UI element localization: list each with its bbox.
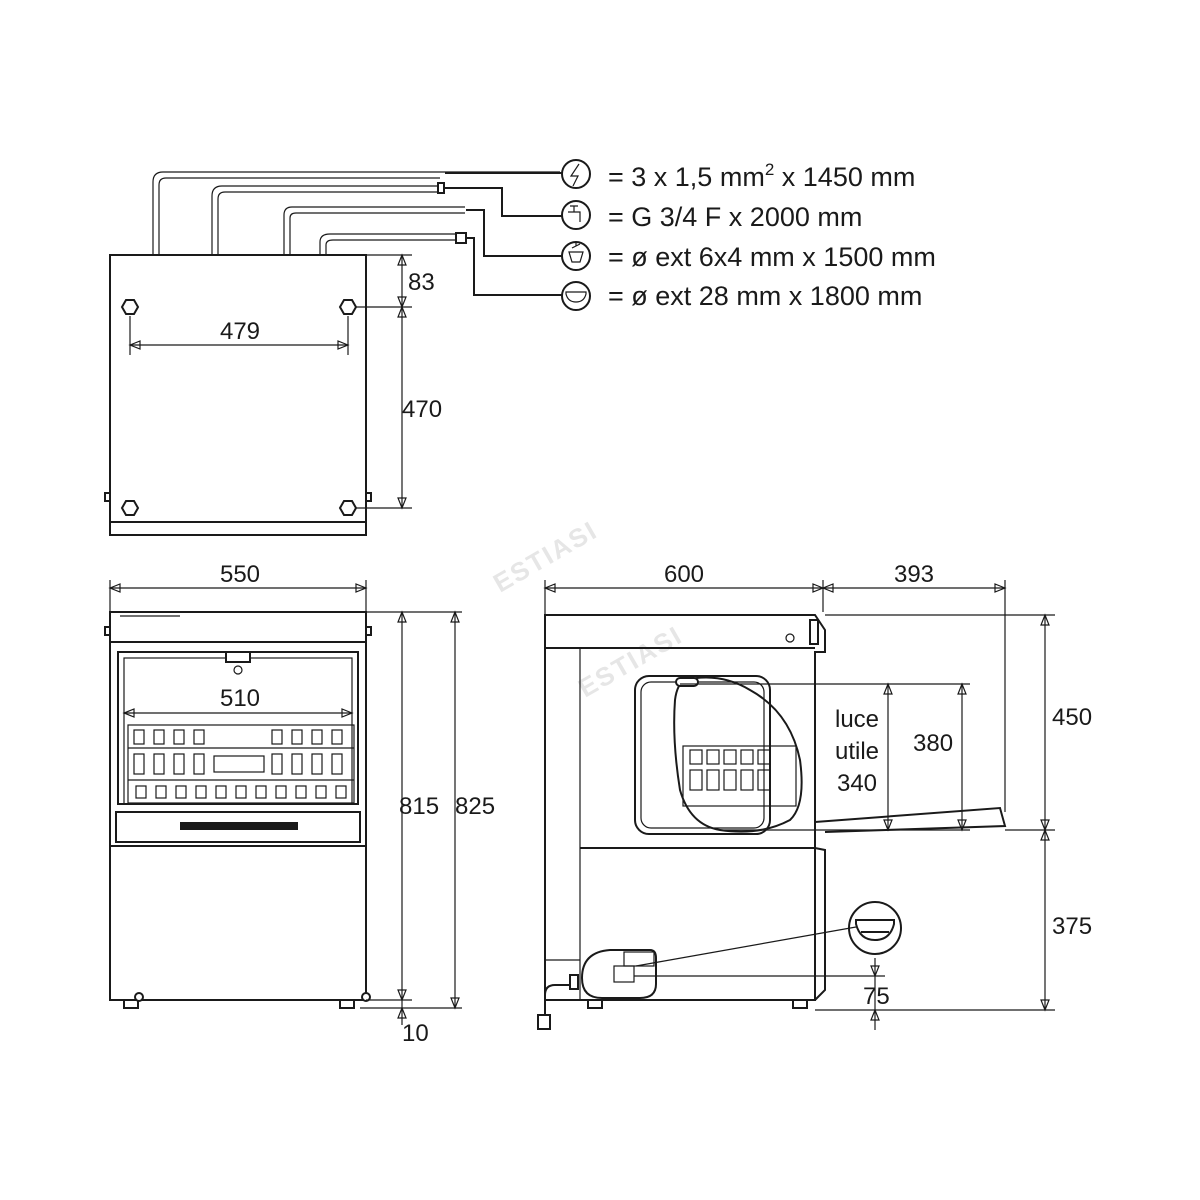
door-handle	[180, 822, 298, 830]
dim-393: 393	[894, 561, 934, 588]
power-cable	[544, 984, 575, 1015]
mount-hole	[120, 500, 140, 516]
basket	[127, 724, 355, 804]
dim-340: 340	[837, 770, 877, 797]
dim-479: 479	[220, 318, 260, 345]
dim-825: 825	[455, 793, 495, 820]
cutaway-outline	[673, 676, 803, 833]
dim-600: 600	[664, 561, 704, 588]
dim-470: 470	[402, 396, 442, 423]
drain-outlet	[580, 949, 657, 999]
luce-label-2: utile	[835, 738, 879, 765]
mount-hole	[120, 299, 140, 315]
front-view: 550 510	[104, 561, 495, 1047]
drain-callout-icon	[848, 901, 902, 955]
dim-380: 380	[913, 730, 953, 757]
legend-water: = G 3/4 F x 2000 mm	[608, 202, 862, 232]
dim-375: 375	[1052, 913, 1092, 940]
drain-icon	[561, 281, 591, 311]
open-door	[814, 806, 1007, 833]
drain-line	[319, 233, 455, 255]
power-plug	[537, 1014, 551, 1030]
dim-510: 510	[220, 685, 260, 712]
lightning-icon	[561, 159, 591, 189]
legend-power: = 3 x 1,5 mm2 x 1450 mm	[608, 160, 915, 192]
detergent-icon	[561, 241, 591, 271]
front-view-body	[109, 611, 367, 1001]
mount-hole	[338, 500, 358, 516]
luce-label-1: luce	[835, 706, 879, 733]
wash-chamber	[117, 651, 359, 805]
door-handle-band	[115, 811, 361, 843]
dim-450: 450	[1052, 704, 1092, 731]
mount-hole	[338, 299, 358, 315]
dim-10: 10	[402, 1020, 429, 1047]
top-view: 479 83 470	[104, 171, 562, 536]
legend: = 3 x 1,5 mm2 x 1450 mm = G 3/4 F x 2000…	[561, 159, 936, 311]
power-line	[152, 171, 560, 255]
side-view: 600 393 luc	[537, 561, 1092, 1030]
dim-83: 83	[408, 269, 435, 296]
side-basket	[682, 745, 797, 807]
water-tap-icon	[561, 200, 591, 230]
legend-detergent: = ø ext 6x4 mm x 1500 mm	[608, 242, 936, 272]
watermark-2: ESTIASI	[573, 620, 688, 704]
detergent-line	[283, 206, 465, 255]
dim-550: 550	[220, 561, 260, 588]
top-view-body	[109, 254, 367, 536]
water-line	[211, 185, 440, 255]
legend-drain: = ø ext 28 mm x 1800 mm	[608, 281, 922, 311]
dim-75: 75	[863, 983, 890, 1010]
dim-815: 815	[399, 793, 439, 820]
